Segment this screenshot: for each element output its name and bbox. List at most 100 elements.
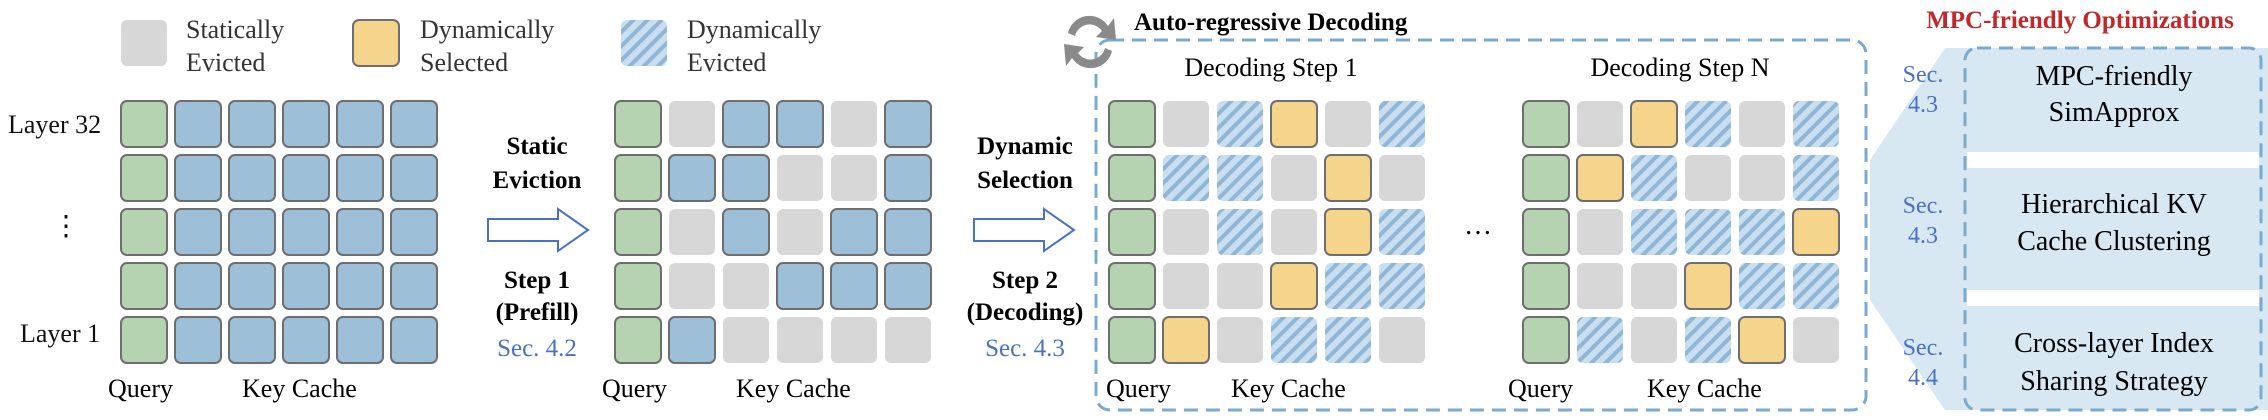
step1-label-line1: Step 1: [504, 267, 570, 294]
step1-title-line2: Eviction: [493, 167, 582, 194]
cache-cell-query: [1108, 208, 1156, 256]
cache-cell-query: [1522, 154, 1570, 202]
cache-cell-statically-evicted: [1271, 209, 1317, 255]
cache-cell-statically-evicted: [831, 317, 877, 363]
cache-cell-query: [120, 316, 168, 364]
cache-cell-kept: [228, 262, 276, 310]
cache-cell-query: [120, 100, 168, 148]
cache-cell-statically-evicted: [1271, 155, 1317, 201]
cache-cell-dynamically-evicted: [1325, 263, 1371, 309]
opt-2-title-line1: Hierarchical KV: [2021, 189, 2207, 220]
cache-cell-statically-evicted: [831, 101, 877, 147]
opt-2-title-line2: Cache Clustering: [2017, 226, 2211, 257]
cache-cell-query: [614, 316, 662, 364]
key-cache-label-2: Key Cache: [736, 374, 851, 403]
cache-cell-kept: [830, 262, 878, 310]
optimizations-chevron-panel: [1870, 48, 2268, 410]
cache-cell-dynamically-evicted: [1685, 209, 1731, 255]
autoregressive-title-bg: [1128, 6, 1468, 38]
opt-1-title-line1: MPC-friendly: [2035, 61, 2192, 92]
cache-cell-kept: [390, 208, 438, 256]
cache-cell-statically-evicted: [1379, 317, 1425, 363]
cache-cell-query: [614, 262, 662, 310]
cache-cell-statically-evicted: [1739, 155, 1785, 201]
layer-bottom-label: Layer 1: [20, 319, 100, 348]
autoregressive-title: Auto-regressive Decoding: [1134, 9, 1408, 36]
cache-cell-query: [120, 208, 168, 256]
cache-cell-dynamically-evicted: [1739, 209, 1785, 255]
cache-cell-kept: [722, 208, 770, 256]
cache-cell-statically-evicted: [723, 263, 769, 309]
key-cache-label-3: Key Cache: [1231, 374, 1346, 403]
cache-cell-kept: [336, 208, 384, 256]
cache-cell-statically-evicted: [723, 317, 769, 363]
cache-cell-selected: [1576, 154, 1624, 202]
cache-cell-dynamically-evicted: [1217, 155, 1263, 201]
cache-cell-selected: [1270, 262, 1318, 310]
decoding-step-n-label: Decoding Step N: [1590, 53, 1769, 82]
optimization-item-index-sharing: Sec. 4.4 Cross-layer Index Sharing Strat…: [1903, 328, 2214, 397]
cache-cell-kept: [228, 154, 276, 202]
autoregressive-dashed-box: [1094, 38, 1868, 412]
key-cache-label-1: Key Cache: [242, 374, 357, 403]
cache-cell-dynamically-evicted: [1685, 101, 1731, 147]
query-label-1: Query: [108, 374, 173, 403]
cache-cell-kept: [282, 208, 330, 256]
cache-cell-kept: [668, 316, 716, 364]
step1-section-ref: Sec. 4.2: [497, 335, 577, 362]
legend: Statically Evicted Dynamically Selected …: [121, 15, 821, 77]
step2-label-line1: Step 2: [992, 267, 1058, 294]
step1-title-line1: Static: [506, 133, 567, 160]
grid-after-static-eviction: [614, 100, 932, 364]
step2-arrow-icon: [973, 207, 1076, 253]
cache-cell-query: [1108, 316, 1156, 364]
step1-block: Static Eviction Step 1 (Prefill) Sec. 4.…: [487, 133, 590, 362]
cache-cell-kept: [884, 262, 932, 310]
query-label-3: Query: [1106, 374, 1171, 403]
cache-cell-statically-evicted: [1163, 209, 1209, 255]
cache-cell-selected: [1324, 154, 1372, 202]
cache-cell-dynamically-evicted: [1577, 317, 1623, 363]
legend-static-line1: Statically: [186, 15, 284, 44]
cache-cell-query: [1108, 262, 1156, 310]
cache-cell-query: [1108, 100, 1156, 148]
cache-cell-statically-evicted: [1325, 101, 1371, 147]
cache-cell-query: [614, 154, 662, 202]
cache-cell-kept: [282, 154, 330, 202]
cache-cell-selected: [1792, 208, 1840, 256]
cache-cell-kept: [884, 100, 932, 148]
optimizations-dashed-box: [1963, 46, 2263, 412]
cache-cell-dynamically-evicted: [1631, 155, 1677, 201]
legend-swatch-static: [121, 20, 167, 66]
step2-title-line2: Selection: [977, 167, 1073, 194]
grid-decoding-step-1: [1108, 100, 1425, 364]
cache-cell-statically-evicted: [1631, 263, 1677, 309]
legend-swatch-dyn-evicted: [621, 20, 667, 66]
horizontal-ellipsis: …: [1464, 210, 1492, 241]
step2-section-ref: Sec. 4.3: [985, 335, 1065, 362]
cache-cell-dynamically-evicted: [1217, 209, 1263, 255]
cache-cell-kept: [336, 262, 384, 310]
cache-cell-selected: [1162, 316, 1210, 364]
cache-cell-query: [614, 100, 662, 148]
query-label-2: Query: [602, 374, 667, 403]
cache-cell-kept: [336, 100, 384, 148]
cache-cell-kept: [282, 100, 330, 148]
query-label-4: Query: [1508, 374, 1573, 403]
cache-cell-kept: [228, 100, 276, 148]
opt-3-title-line1: Cross-layer Index: [2014, 328, 2214, 359]
cache-cell-statically-evicted: [777, 155, 823, 201]
legend-static-line2: Evicted: [186, 48, 265, 77]
cache-cell-kept: [174, 208, 222, 256]
cache-cell-query: [1108, 154, 1156, 202]
cache-cell-kept: [174, 316, 222, 364]
cache-cell-statically-evicted: [777, 209, 823, 255]
cache-cell-query: [120, 262, 168, 310]
cache-cell-statically-evicted: [1163, 263, 1209, 309]
step2-title-line1: Dynamic: [977, 133, 1073, 160]
cache-cell-kept: [776, 262, 824, 310]
cache-cell-kept: [776, 100, 824, 148]
cache-cell-statically-evicted: [1217, 317, 1263, 363]
opt-3-sec-line2: 4.4: [1908, 365, 1938, 391]
cache-cell-statically-evicted: [1577, 263, 1623, 309]
